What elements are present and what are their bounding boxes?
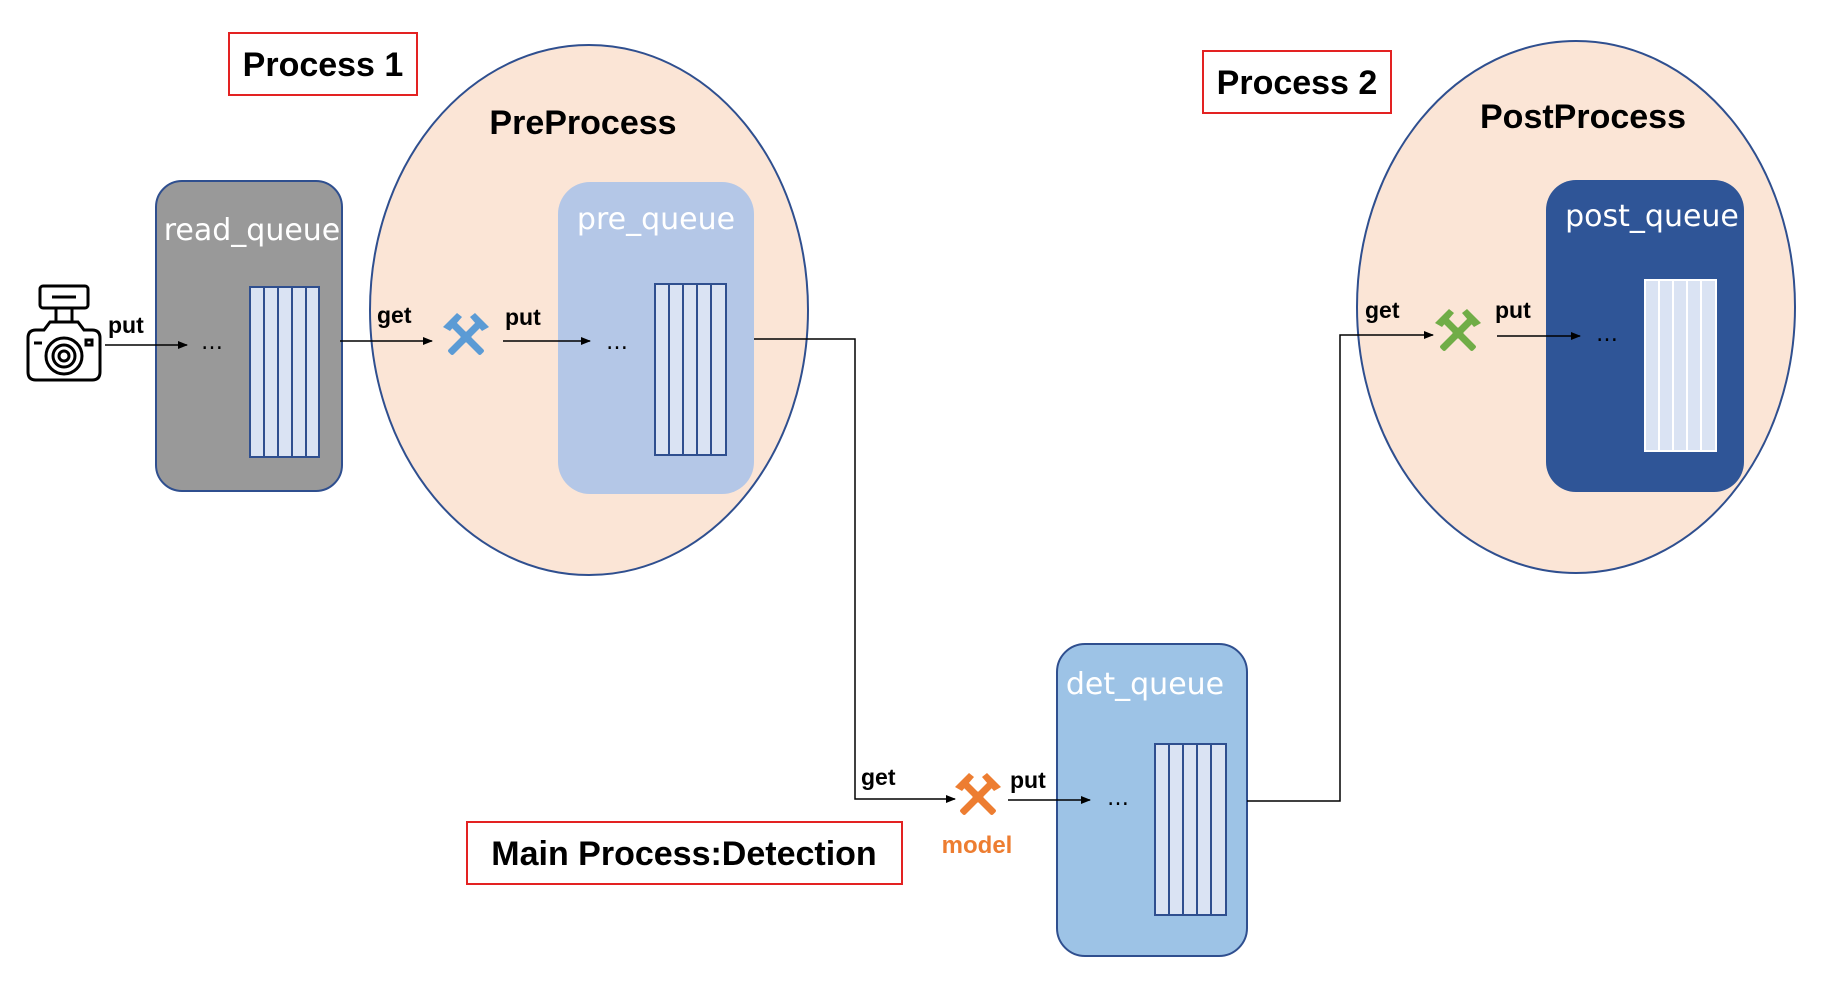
ellipsis-marks: … … … … bbox=[201, 322, 1618, 811]
camera-icon bbox=[26, 284, 102, 382]
pre-queue-ellipsis: … bbox=[606, 330, 628, 355]
post-queue-label: post_queue bbox=[1565, 199, 1739, 234]
put-label-model: put bbox=[1010, 767, 1046, 793]
post-queue-ellipsis: … bbox=[1596, 322, 1618, 347]
process-2-label: Process 2 bbox=[1217, 64, 1378, 102]
det-queue-stack bbox=[1154, 743, 1227, 916]
read-queue-ellipsis: … bbox=[201, 330, 223, 355]
model-worker-icon bbox=[955, 773, 1001, 816]
read-queue-stack bbox=[249, 286, 320, 458]
get-label-model: get bbox=[861, 764, 896, 790]
model-label: model bbox=[942, 832, 1013, 859]
post-queue-stack bbox=[1644, 279, 1717, 452]
pre-to-model-arrow bbox=[754, 338, 956, 803]
pre-queue-label: pre_queue bbox=[577, 202, 735, 237]
main-process-label-box: Main Process:Detection bbox=[466, 821, 903, 885]
get-label-pre: get bbox=[377, 302, 412, 328]
det-to-postworker-arrow bbox=[1247, 331, 1434, 802]
main-process-label: Main Process:Detection bbox=[491, 835, 876, 873]
put-label-pre: put bbox=[505, 304, 541, 330]
det-queue-label: det_queue bbox=[1066, 667, 1224, 702]
process-2-label-box: Process 2 bbox=[1202, 50, 1392, 114]
get-label-post: get bbox=[1365, 297, 1400, 323]
det-queue: det_queue bbox=[1056, 643, 1248, 957]
connectors bbox=[105, 331, 1581, 804]
det-queue-ellipsis: … bbox=[1107, 786, 1129, 811]
pre-queue: pre_queue bbox=[558, 182, 754, 494]
preprocess-title: PreProcess bbox=[489, 104, 676, 142]
edge-labels: put get put get put get put bbox=[108, 297, 1531, 793]
postprocess-title: PostProcess bbox=[1480, 98, 1686, 136]
put-label-post: put bbox=[1495, 297, 1531, 323]
post-queue: post_queue bbox=[1546, 180, 1744, 492]
read-queue: read_queue bbox=[155, 180, 343, 492]
process-1-label-box: Process 1 bbox=[228, 32, 418, 96]
pre-queue-stack bbox=[654, 283, 727, 456]
read-queue-label: read_queue bbox=[164, 213, 341, 248]
process-1-label: Process 1 bbox=[243, 46, 404, 84]
put-label-camera: put bbox=[108, 312, 144, 338]
